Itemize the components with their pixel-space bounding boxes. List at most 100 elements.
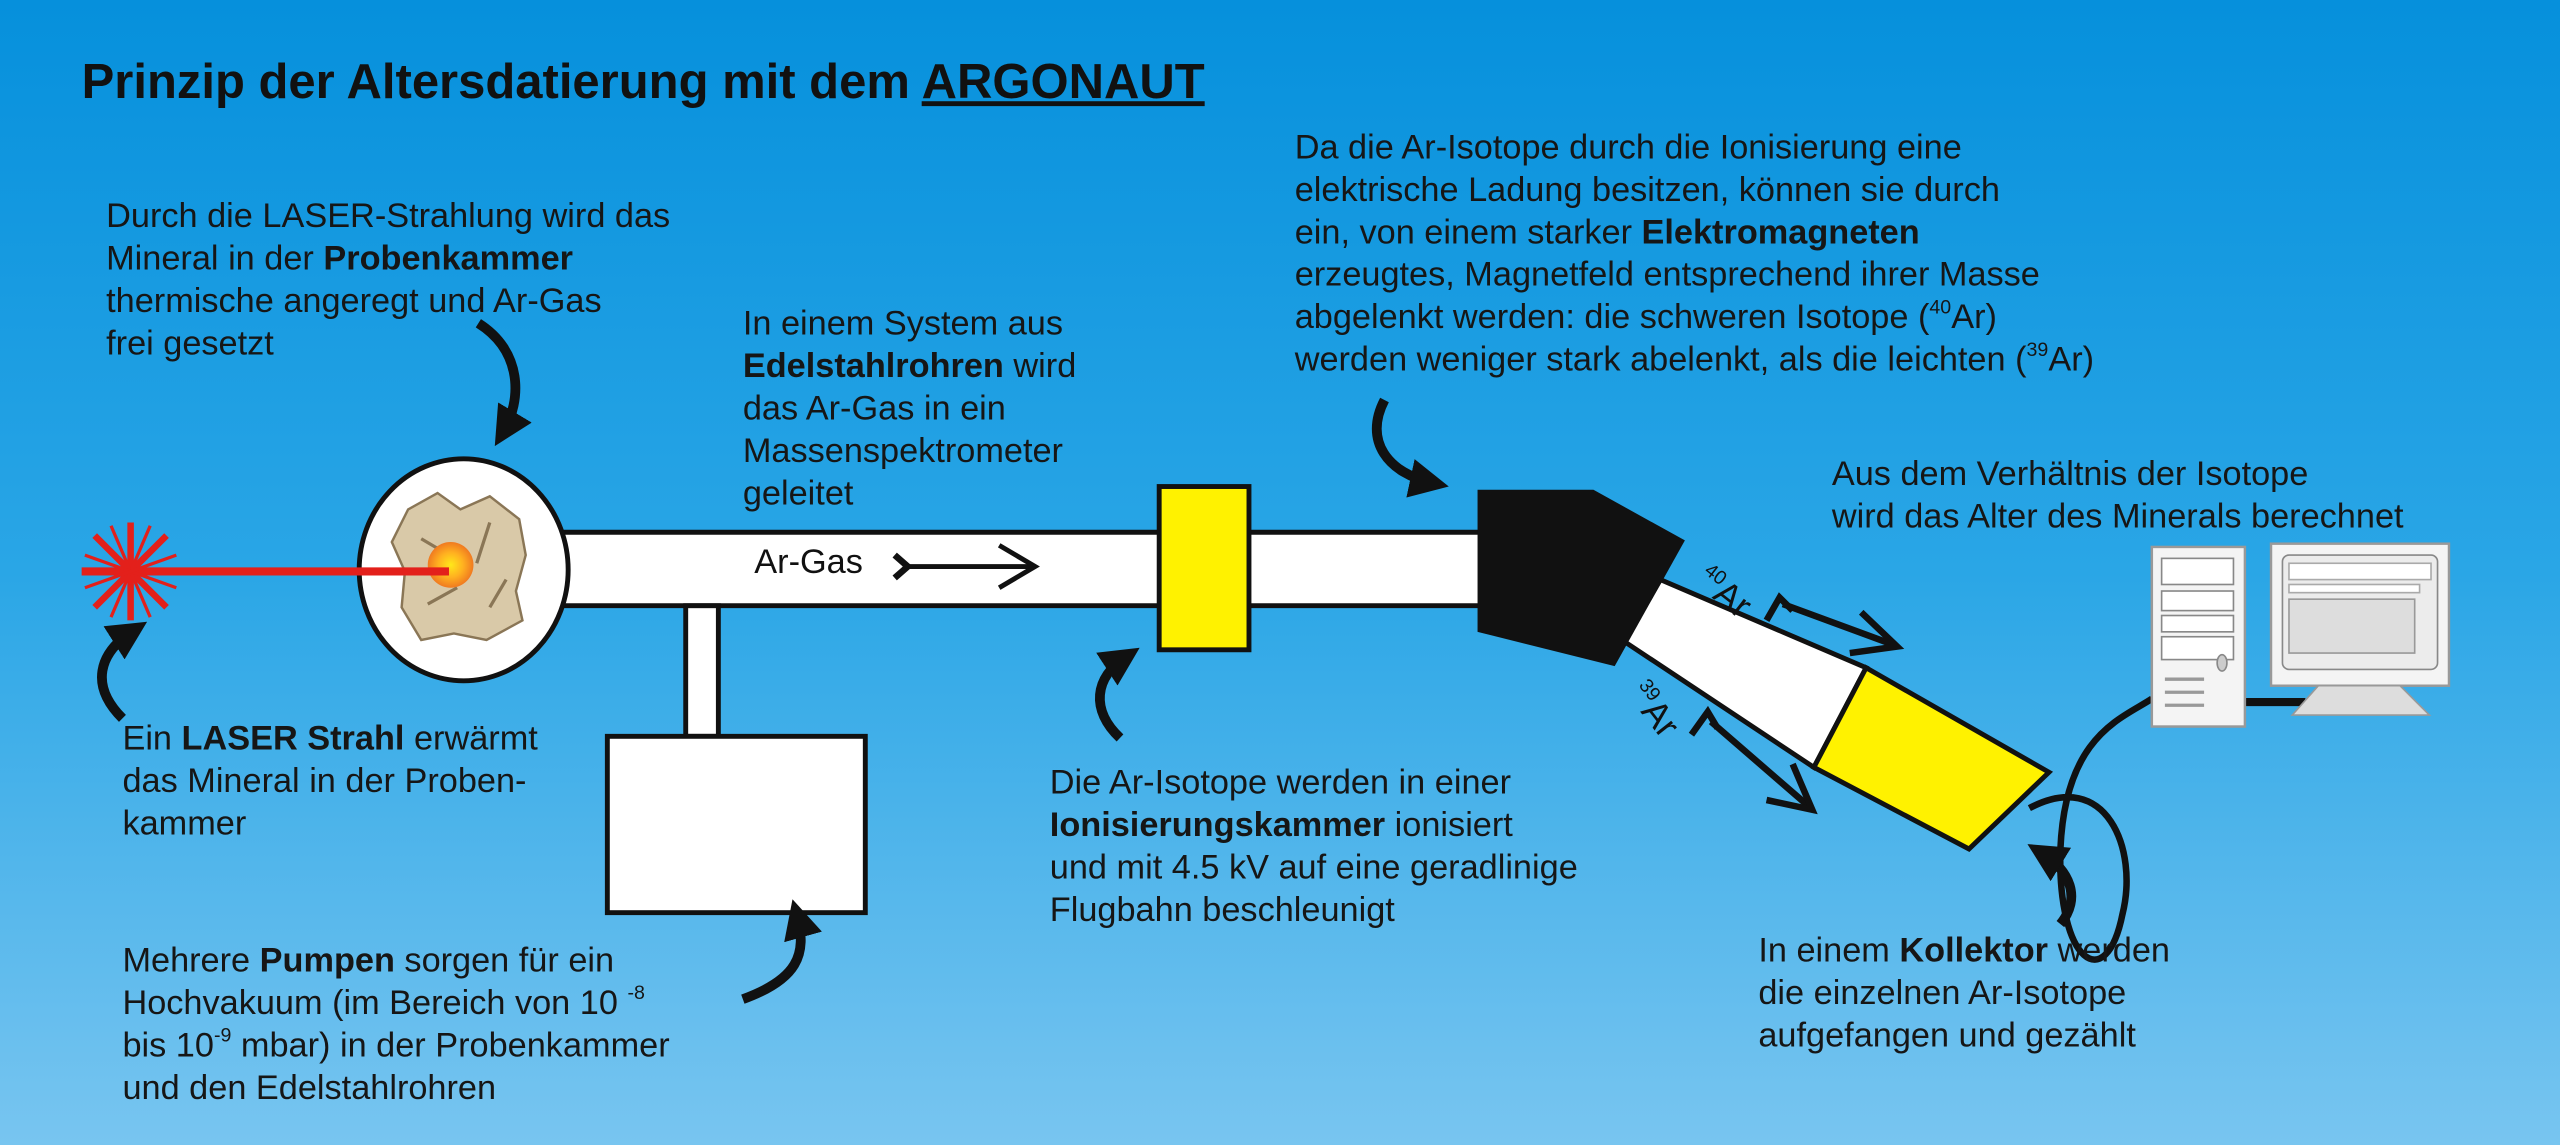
isotope-39-arrow-icon [1688, 705, 1818, 815]
collector [1810, 664, 2054, 852]
text-line: frei gesetzt [106, 323, 670, 365]
bold-term: Elektromagneten [1641, 213, 1920, 252]
text-segment: aufgefangen und gezählt [1758, 1017, 2136, 1055]
text-segment: bis 10 [122, 1026, 214, 1065]
text-segment: werden [2048, 932, 2170, 970]
text-segment: In einem System aus [742, 305, 1064, 343]
text-line: Mineral in der Probenkammer [106, 238, 670, 280]
sample-chamber [356, 456, 571, 684]
title-text: Prinzip der Altersdatierung mit dem [81, 55, 922, 110]
text-line: und den Edelstahlrohren [122, 1068, 669, 1110]
text-line: ein, von einem starker Elektromagneten [1295, 212, 2094, 254]
text-segment: Durch die LASER-Strahlung wird das [106, 197, 671, 236]
superscript: 40 [1929, 295, 1952, 319]
bold-term: Edelstahlrohren [742, 347, 1004, 386]
electromagnet-note: Da die Ar-Isotope durch die Ionisierung … [1295, 127, 2094, 382]
laser-hotspot [427, 542, 474, 588]
pointer-arrow-icon [97, 621, 148, 722]
text-line: Aus dem Verhältnis der Isotope [1832, 454, 2404, 496]
text-line: Flugbahn beschleunigt [1050, 890, 1578, 932]
pump-box [604, 733, 868, 916]
text-segment: Massenspektrometer [742, 432, 1063, 471]
text-segment: Hochvakuum (im Bereich von 10 [122, 984, 628, 1023]
laser-icon [81, 522, 449, 621]
collector-note: In einem Kollektor werden die einzelnen A… [1758, 931, 2170, 1058]
text-segment: Ar) [2048, 341, 2095, 379]
text-segment: abgelenkt werden: die schweren Isotope ( [1294, 298, 1930, 337]
text-line: Ionisierungskammer ionisiert [1050, 805, 1578, 847]
text-segment: In einem [1758, 932, 1900, 970]
text-line: Edelstahlrohren wird [743, 346, 1076, 388]
isotope-40-arrow-icon [1763, 592, 1905, 657]
text-segment: erwärmt [404, 719, 538, 758]
text-segment: Mineral in der [106, 239, 324, 278]
bold-term: Kollektor [1899, 932, 2049, 970]
electromagnet [1477, 489, 1685, 667]
pointer-arrow-icon [1094, 647, 1140, 742]
text-line: werden weniger stark abelenkt, als die l… [1295, 340, 2094, 382]
gas-flow-arrow-icon [892, 543, 1040, 590]
computer-tower-icon [2150, 545, 2247, 728]
text-segment: elektrische Ladung besitzen, können sie … [1294, 171, 2000, 209]
text-segment: Mehrere [122, 942, 260, 980]
bold-term: Ionisierungskammer [1049, 806, 1386, 845]
text-line: abgelenkt werden: die schweren Isotope (… [1295, 297, 2094, 339]
text-line: elektrische Ladung besitzen, können sie … [1295, 170, 2094, 212]
text-line: Hochvakuum (im Bereich von 10 -8 [122, 983, 669, 1025]
text-segment: thermische angeregt und Ar-Gas [106, 282, 602, 320]
monitor-icon [2269, 542, 2451, 716]
tube-label: Ar-Gas [754, 543, 863, 582]
text-line: Die Ar-Isotope werden in einer [1050, 762, 1578, 804]
superscript: 39 [2026, 337, 2049, 361]
pump-connector [683, 603, 721, 739]
superscript: -9 [213, 1023, 232, 1047]
text-segment: kammer [122, 804, 247, 843]
text-segment: Ein [122, 719, 182, 758]
page-title: Prinzip der Altersdatierung mit dem ARGO… [82, 56, 1205, 112]
text-segment: sorgen für ein [394, 942, 615, 980]
text-segment: Die Ar-Isotope werden in einer [1049, 764, 1512, 802]
text-line: die einzelnen Ar-Isotope [1758, 973, 2170, 1015]
text-line: Mehrere Pumpen sorgen für ein [122, 940, 669, 982]
pointer-arrow-icon [475, 319, 532, 447]
text-line: aufgefangen und gezählt [1758, 1016, 2170, 1058]
text-line: thermische angeregt und Ar-Gas [106, 281, 670, 323]
text-segment: Ar) [1951, 298, 1997, 337]
text-segment: frei gesetzt [106, 324, 274, 363]
text-line: kammer [122, 803, 537, 845]
text-line: Durch die LASER-Strahlung wird das [106, 196, 670, 238]
steel-tube [555, 529, 1489, 609]
text-line: In einem System aus [743, 304, 1076, 346]
pointer-arrow-icon [2027, 844, 2077, 928]
text-segment: das Ar-Gas in ein [742, 390, 1006, 428]
text-segment: geleitet [742, 475, 854, 513]
pointer-arrow-icon [1371, 397, 1449, 498]
text-line: erzeugtes, Magnetfeld entsprechend ihrer… [1295, 255, 2094, 297]
text-segment: und mit 4.5 kV auf eine geradlinige [1049, 848, 1578, 887]
ionization-chamber [1156, 484, 1252, 653]
text-line: Massenspektrometer [743, 431, 1076, 473]
bold-term: LASER Strahl [181, 719, 405, 758]
text-line: wird das Alter des Minerals berechnet [1832, 496, 2404, 538]
text-segment: und den Edelstahlrohren [122, 1069, 497, 1107]
text-segment: Da die Ar-Isotope durch die Ionisierung … [1294, 128, 1962, 167]
superscript: -8 [627, 981, 645, 1005]
text-segment: die einzelnen Ar-Isotope [1758, 974, 2127, 1013]
text-line: Ein LASER Strahl erwärmt [122, 718, 537, 760]
text-line: bis 10-9 mbar) in der Probenkammer [122, 1025, 669, 1067]
text-segment: werden weniger stark abelenkt, als die l… [1294, 341, 2027, 379]
pointer-arrow-icon [741, 899, 822, 1004]
text-segment: ein, von einem starker [1294, 213, 1642, 252]
title-product-name: ARGONAUT [921, 55, 1205, 110]
text-line: das Ar-Gas in ein [743, 389, 1076, 431]
text-segment: das Mineral in der Proben- [122, 762, 527, 800]
text-segment: Aus dem Verhältnis der Isotope [1831, 455, 2309, 494]
text-segment: erzeugtes, Magnetfeld entsprechend ihrer… [1294, 256, 2040, 294]
